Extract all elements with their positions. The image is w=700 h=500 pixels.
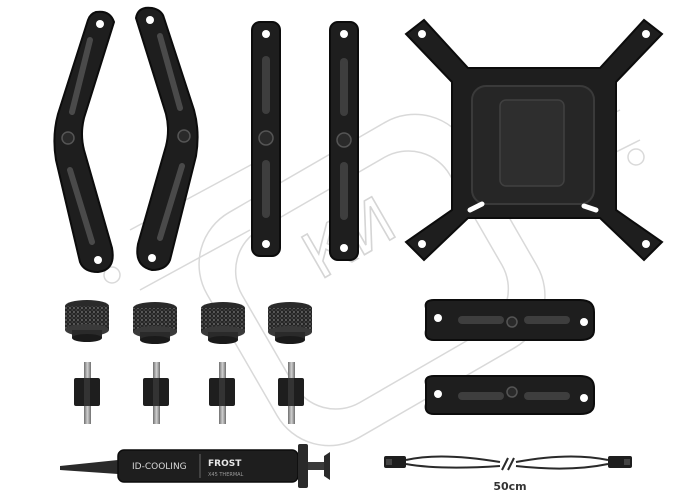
thermal-paste-syringe: ID-COOLING FROST X45 THERMAL xyxy=(60,444,330,488)
short-bracket-top xyxy=(424,299,595,341)
curved-bracket-right xyxy=(134,6,199,272)
fan-extension-cable xyxy=(384,455,632,471)
syringe-subtext: X45 THERMAL xyxy=(208,472,244,478)
straight-bracket-right xyxy=(329,21,359,261)
backplate xyxy=(404,18,664,262)
standoff-1 xyxy=(74,362,100,424)
curved-bracket-left xyxy=(53,10,116,274)
thumb-nut-1 xyxy=(65,300,109,342)
thumb-nut-4 xyxy=(268,302,312,344)
standoff-3 xyxy=(209,362,235,424)
standoff-2 xyxy=(143,362,169,424)
thumb-nut-2 xyxy=(133,302,177,344)
standoff-4 xyxy=(278,362,304,424)
cable-length-label: 50cm xyxy=(493,480,526,493)
straight-bracket-left xyxy=(251,21,281,257)
syringe-product-text: FROST xyxy=(208,459,242,469)
short-bracket-bottom xyxy=(424,375,595,415)
syringe-brand-text: ID-COOLING xyxy=(132,462,187,472)
thumb-nut-3 xyxy=(201,302,245,344)
